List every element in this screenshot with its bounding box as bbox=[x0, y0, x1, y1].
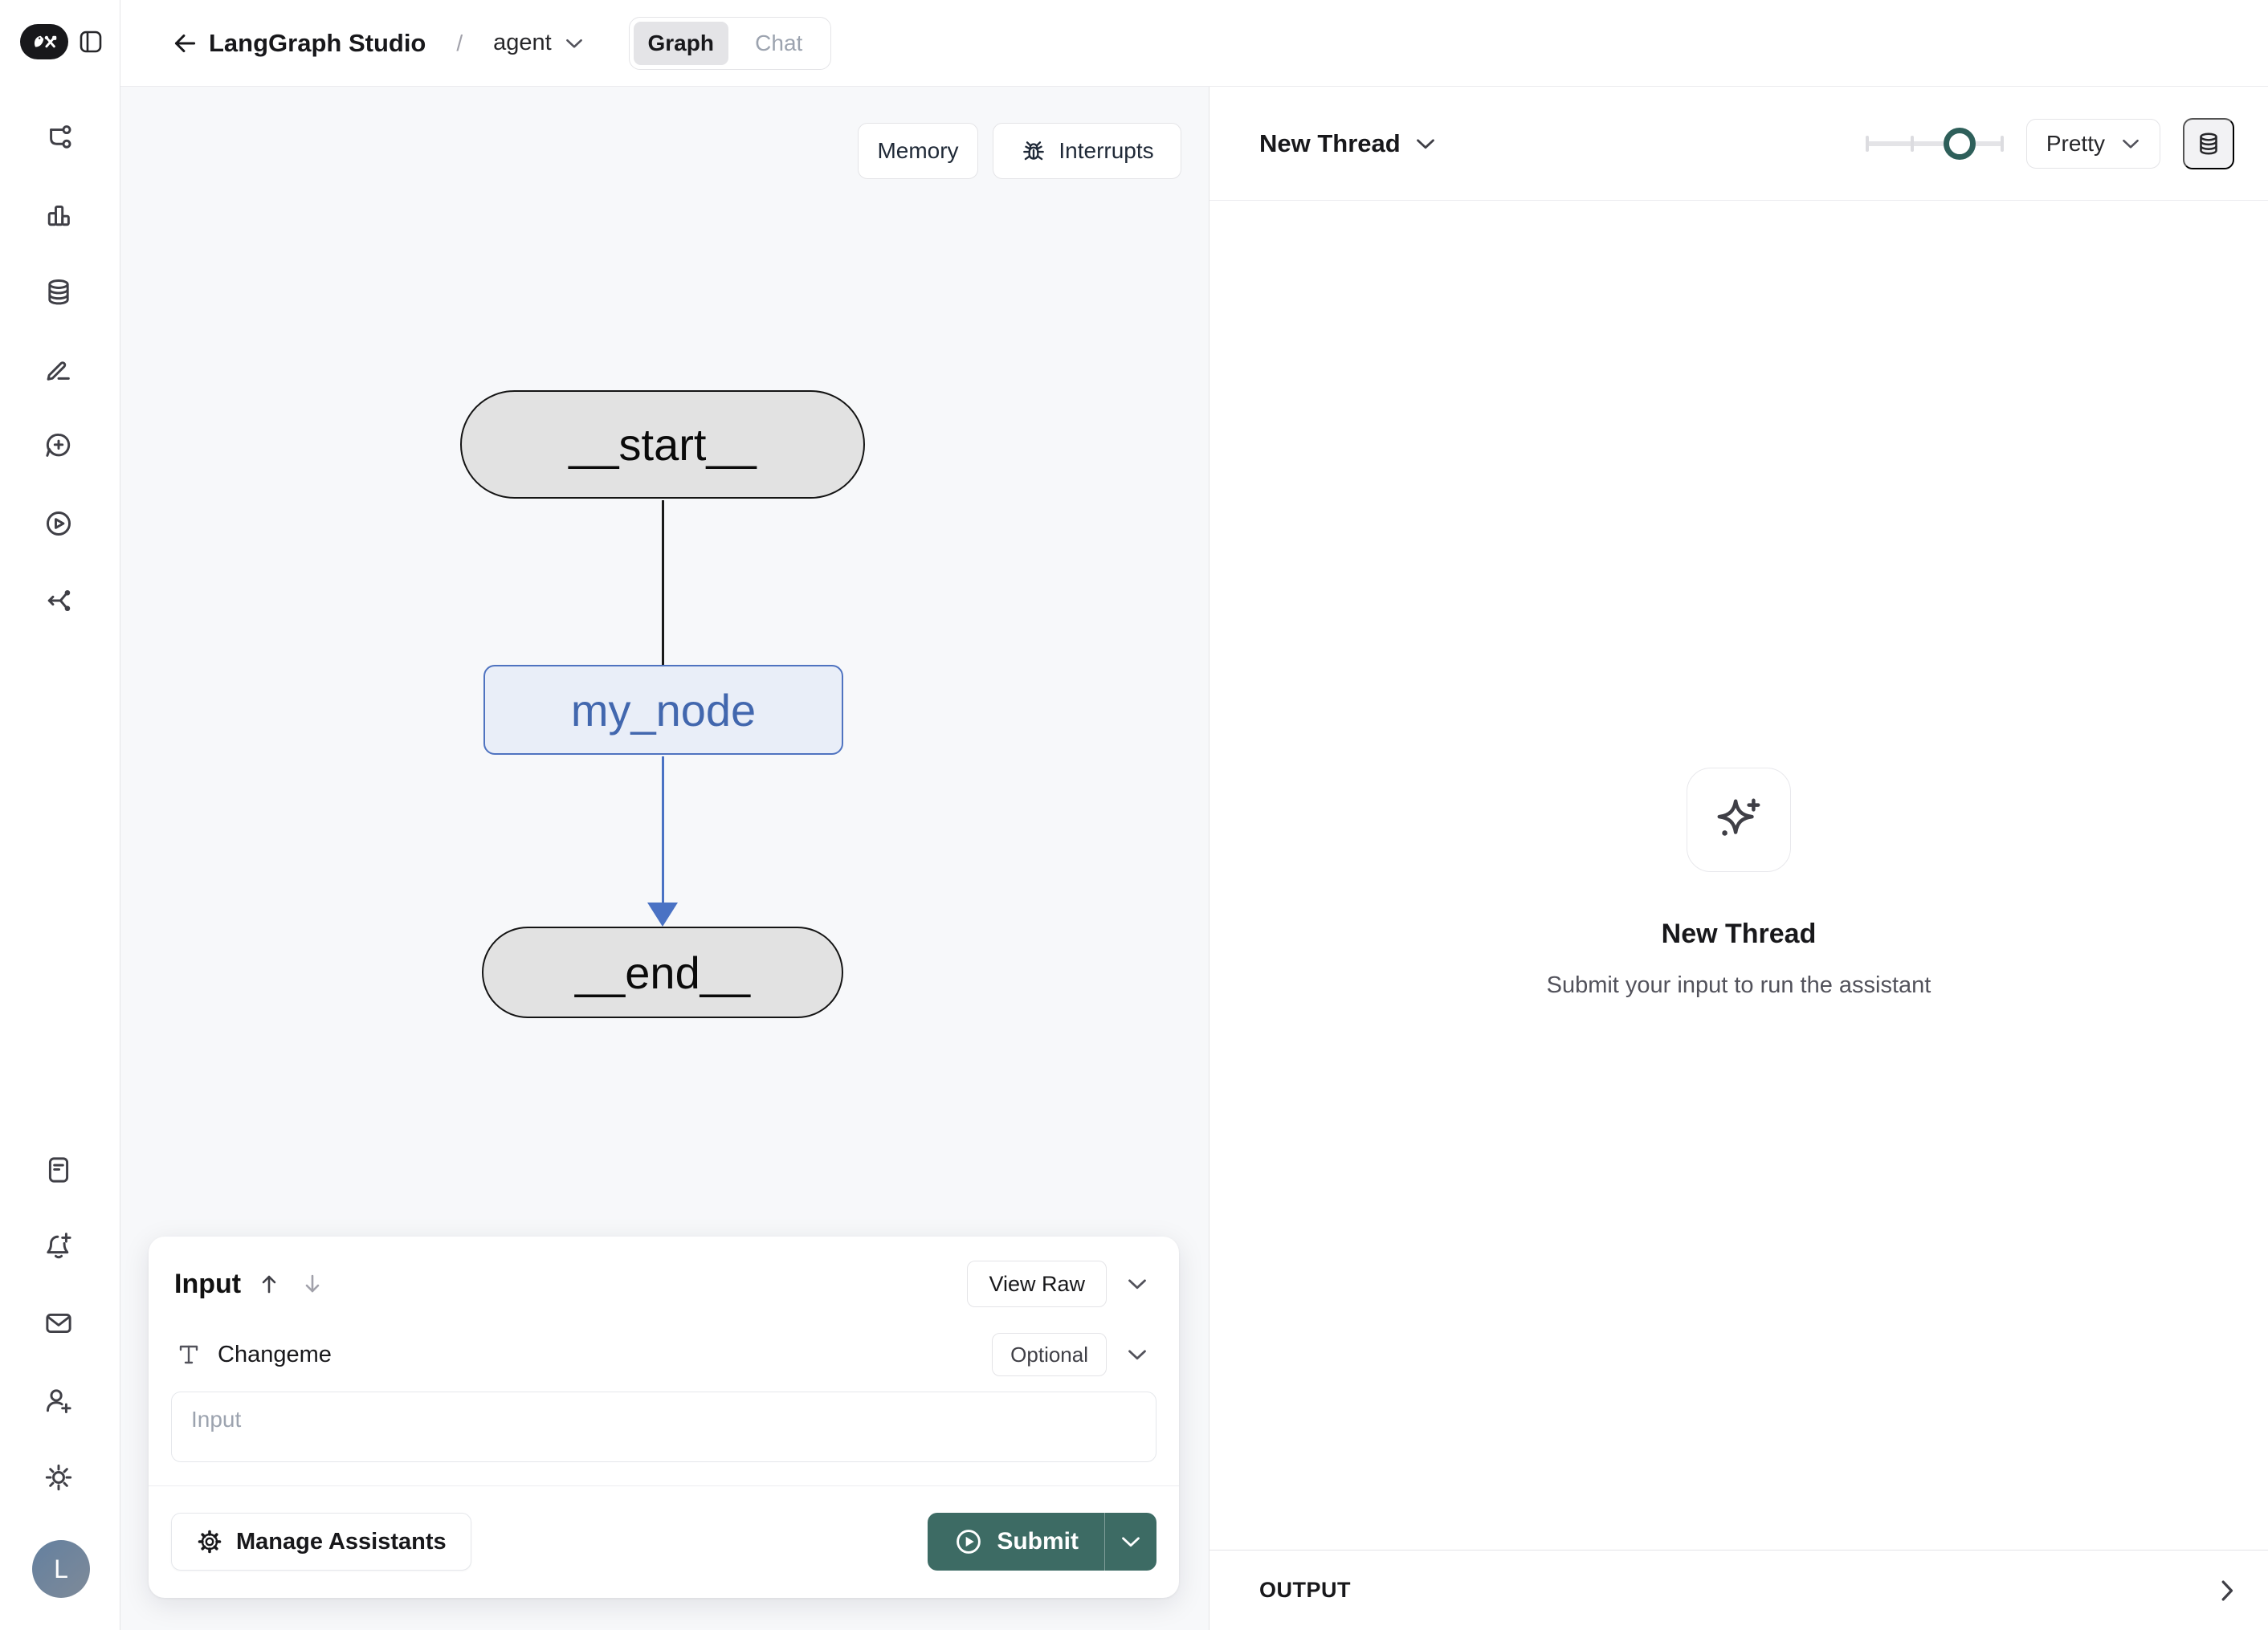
thread-panel: New Thread Pretty bbox=[1209, 87, 2268, 1630]
input-field-label: Changeme bbox=[218, 1341, 332, 1367]
input-panel: Input View Raw Changeme bbox=[149, 1237, 1179, 1598]
memory-button-label: Memory bbox=[877, 138, 959, 163]
new-chat-icon[interactable] bbox=[39, 426, 78, 465]
input-panel-title: Input bbox=[174, 1268, 242, 1299]
route-icon[interactable] bbox=[39, 581, 78, 620]
play-circle-icon[interactable] bbox=[39, 504, 78, 543]
edge-mynode-to-end bbox=[662, 756, 664, 905]
avatar[interactable]: L bbox=[32, 1540, 90, 1598]
arrow-down-icon[interactable] bbox=[297, 1269, 328, 1299]
submit-label: Submit bbox=[997, 1528, 1079, 1555]
langchain-logo[interactable] bbox=[20, 24, 68, 59]
output-section[interactable]: OUTPUT bbox=[1209, 1550, 2268, 1630]
collapse-input-chevron-icon[interactable] bbox=[1121, 1268, 1153, 1300]
input-panel-footer: Manage Assistants Submit bbox=[171, 1513, 1156, 1571]
slider-knob[interactable] bbox=[1943, 127, 1976, 160]
submit-button[interactable]: Submit bbox=[928, 1513, 1104, 1571]
input-panel-divider bbox=[149, 1485, 1179, 1486]
graph-node-end[interactable]: __end__ bbox=[482, 927, 843, 1018]
manage-assistants-button[interactable]: Manage Assistants bbox=[171, 1513, 471, 1571]
thread-selector-label: New Thread bbox=[1259, 128, 1401, 157]
chevron-down-icon bbox=[2123, 139, 2139, 149]
back-arrow-icon[interactable] bbox=[167, 26, 202, 61]
empty-state-title: New Thread bbox=[1661, 919, 1817, 949]
thread-panel-tools: Pretty bbox=[1865, 117, 2234, 169]
view-tab-group: Graph Chat bbox=[628, 16, 831, 70]
database-icon bbox=[2200, 132, 2217, 155]
detail-slider[interactable] bbox=[1865, 126, 2004, 161]
edge-arrowhead-blue bbox=[647, 903, 678, 927]
interrupts-button-label: Interrupts bbox=[1059, 138, 1154, 163]
memory-button[interactable]: Memory bbox=[858, 123, 978, 179]
submit-button-divider bbox=[1104, 1513, 1105, 1571]
render-mode-label: Pretty bbox=[2046, 130, 2105, 156]
gear-icon bbox=[198, 1530, 222, 1554]
app-title: LangGraph Studio bbox=[209, 28, 426, 57]
sparkles-icon-card bbox=[1687, 768, 1791, 872]
pen-icon[interactable] bbox=[39, 349, 78, 388]
thread-selector[interactable]: New Thread bbox=[1259, 129, 1436, 158]
document-icon[interactable] bbox=[39, 1151, 78, 1189]
output-label: OUTPUT bbox=[1259, 1578, 1351, 1602]
view-raw-button[interactable]: View Raw bbox=[967, 1261, 1107, 1307]
graph-selector[interactable]: agent bbox=[493, 30, 584, 56]
graph-node-mynode[interactable]: my_node bbox=[483, 665, 843, 755]
empty-state-subtitle: Submit your input to run the assistant bbox=[1546, 972, 1931, 998]
node-end-label: __end__ bbox=[574, 947, 750, 998]
input-panel-header: Input View Raw bbox=[174, 1261, 1153, 1307]
sparkles-icon bbox=[1717, 798, 1760, 836]
bell-plus-icon[interactable] bbox=[39, 1227, 78, 1265]
sidebar-toggle-icon[interactable] bbox=[76, 27, 105, 56]
slider-tick bbox=[2000, 135, 2004, 152]
interrupts-button[interactable]: Interrupts bbox=[993, 123, 1181, 179]
chevron-down-icon bbox=[565, 39, 582, 48]
node-start-label: __start__ bbox=[569, 419, 757, 470]
bug-icon bbox=[1023, 141, 1045, 161]
node-mynode-label: my_node bbox=[570, 684, 757, 736]
breadcrumb-separator: / bbox=[456, 30, 463, 55]
logo-row bbox=[0, 24, 120, 59]
render-mode-select[interactable]: Pretty bbox=[2025, 118, 2160, 169]
input-field-row: Changeme Optional bbox=[174, 1332, 1153, 1377]
graph-canvas[interactable]: Memory Interrupts __start__ my_node __en… bbox=[120, 87, 1209, 1630]
database-icon[interactable] bbox=[39, 273, 78, 312]
mail-icon[interactable] bbox=[39, 1304, 78, 1343]
submit-options-chevron-icon[interactable] bbox=[1105, 1513, 1156, 1571]
tab-graph[interactable]: Graph bbox=[633, 21, 728, 65]
bar-chart-icon[interactable] bbox=[39, 196, 78, 234]
user-plus-icon[interactable] bbox=[39, 1382, 78, 1420]
submit-split-button: Submit bbox=[928, 1513, 1156, 1571]
input-textarea[interactable] bbox=[171, 1392, 1156, 1462]
slider-tick bbox=[1865, 135, 1869, 152]
play-circle-icon bbox=[957, 1530, 981, 1554]
graph-selector-label: agent bbox=[493, 30, 552, 55]
top-header: LangGraph Studio / agent Graph Chat bbox=[120, 0, 2268, 87]
tab-chat[interactable]: Chat bbox=[755, 30, 803, 55]
slider-track bbox=[1865, 141, 2004, 146]
optional-badge[interactable]: Optional bbox=[992, 1333, 1107, 1376]
sidebar: L bbox=[0, 0, 120, 1630]
new-thread-empty-state: New Thread Submit your input to run the … bbox=[1209, 768, 2268, 999]
arrow-up-icon[interactable] bbox=[254, 1269, 284, 1299]
sun-icon[interactable] bbox=[39, 1458, 78, 1497]
state-database-button[interactable] bbox=[2183, 117, 2234, 169]
field-chevron-icon[interactable] bbox=[1121, 1339, 1153, 1371]
chevron-right-icon[interactable] bbox=[2220, 1579, 2234, 1603]
manage-assistants-label: Manage Assistants bbox=[236, 1528, 447, 1555]
text-type-icon bbox=[174, 1340, 203, 1369]
graph-node-start[interactable]: __start__ bbox=[460, 390, 865, 499]
slider-tick bbox=[1910, 135, 1914, 152]
avatar-initial: L bbox=[54, 1554, 68, 1583]
edge-start-to-mynode bbox=[662, 500, 664, 725]
thread-panel-header: New Thread Pretty bbox=[1209, 87, 2268, 201]
chevron-down-icon bbox=[1416, 138, 1434, 149]
workflow-icon[interactable] bbox=[39, 118, 78, 157]
